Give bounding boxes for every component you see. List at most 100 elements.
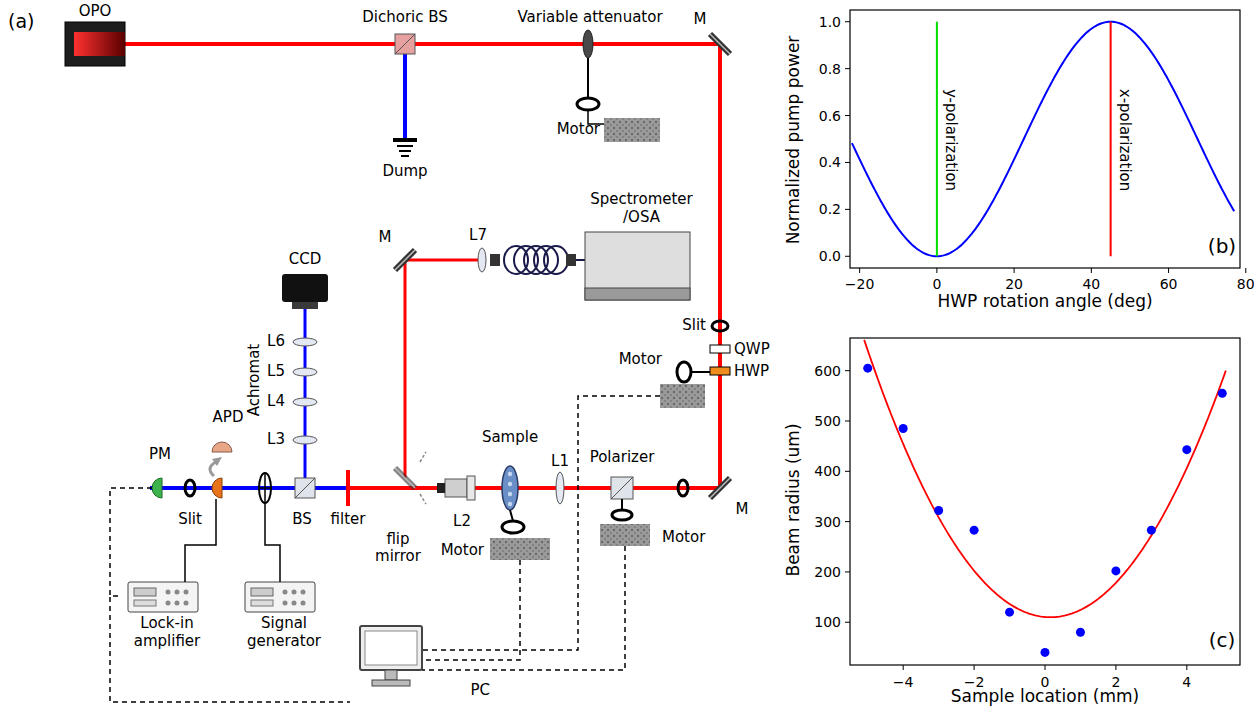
tick-mark — [936, 268, 937, 273]
chart-text: (b) — [1208, 235, 1236, 258]
signal-wire — [265, 503, 280, 582]
computer-node: PC — [350, 620, 500, 705]
device-display — [134, 588, 156, 596]
tick-mark — [859, 268, 860, 273]
fiber-coupler — [490, 254, 500, 266]
pc-monitor — [360, 626, 422, 670]
power-curve — [852, 22, 1234, 257]
motor-ring — [677, 362, 691, 382]
mirror — [710, 478, 730, 498]
motor-shaft — [510, 510, 513, 521]
objective-nose — [437, 483, 445, 493]
chart-text: y-polarization — [941, 89, 958, 191]
tick-mark — [845, 256, 850, 257]
dump-beam — [403, 54, 407, 138]
mirror — [395, 250, 415, 270]
node-label: Signal generator — [235, 614, 333, 650]
chart-text: −2 — [964, 674, 985, 690]
part-label: Slit — [682, 317, 706, 334]
signal-beam — [150, 486, 350, 490]
chart-text: 0 — [1041, 674, 1050, 690]
flip-detector — [212, 478, 222, 498]
chart-text: 300 — [814, 514, 841, 530]
laser-beam — [718, 44, 722, 488]
control-cable — [110, 596, 350, 702]
tick-mark — [845, 21, 850, 22]
data-point — [970, 526, 979, 535]
device-knob — [292, 590, 297, 595]
part-label: BS — [292, 511, 312, 528]
sample-pattern — [508, 472, 512, 476]
opo-cavity — [74, 32, 125, 56]
part-label: L6 — [267, 333, 285, 350]
flip-arrow — [210, 462, 216, 476]
lens — [293, 398, 317, 406]
chart-text: 400 — [814, 463, 841, 479]
motor-ring — [502, 521, 524, 533]
dichroic-cube — [395, 34, 415, 54]
part-label: L5 — [267, 363, 285, 380]
filter — [346, 470, 350, 506]
fiber-coil — [534, 246, 558, 274]
chart-text: 100 — [814, 614, 841, 630]
mirror-face — [710, 478, 730, 498]
attenuator-wheel — [583, 30, 593, 58]
part-label: PM — [149, 446, 171, 463]
marker-line — [936, 22, 938, 257]
part-label: Motor — [557, 121, 600, 138]
data-point — [1005, 608, 1014, 617]
fiber — [576, 259, 585, 261]
device-knob — [175, 601, 180, 606]
chart-text: x-polarization — [1115, 89, 1132, 191]
data-point — [899, 424, 908, 433]
device-knob — [283, 590, 288, 595]
tick-mark — [845, 521, 850, 522]
part-label: flip mirror — [370, 531, 426, 566]
dump-symbol — [401, 155, 409, 157]
device-knob — [166, 601, 171, 606]
lens — [478, 248, 486, 272]
motor-ring — [577, 98, 599, 110]
part-label: Dump — [382, 163, 427, 180]
mirror — [395, 468, 415, 488]
device-knob — [166, 590, 171, 595]
mirror-face — [395, 250, 415, 270]
slit — [678, 480, 688, 496]
apd-detector — [212, 442, 232, 452]
control-cable — [110, 488, 152, 596]
fiber-connector — [566, 254, 576, 266]
instrument-node: Signal generator — [235, 578, 333, 650]
polarizer-cube — [611, 477, 633, 499]
pc-stand — [385, 670, 397, 680]
chart-text: 600 — [814, 363, 841, 379]
chart-text: 1.0 — [819, 14, 841, 30]
marker-line — [1110, 22, 1112, 257]
camera-node: CCD — [272, 250, 338, 312]
slit — [712, 321, 728, 331]
chart-text: Normalized pump power — [784, 36, 804, 245]
lens — [293, 368, 317, 376]
laser-beam — [350, 486, 720, 490]
part-label: Achromat — [246, 344, 263, 416]
opo-housing — [65, 22, 125, 66]
flip-indicator — [420, 452, 426, 462]
part-label: L1 — [551, 453, 569, 470]
tick-mark — [845, 571, 850, 572]
motor-block — [660, 384, 705, 408]
tick-mark — [1168, 268, 1169, 273]
data-point — [1147, 526, 1156, 535]
motor-block — [490, 538, 550, 560]
node-label: OPO — [79, 2, 112, 20]
device-knob — [184, 590, 189, 595]
ccd-camera — [282, 274, 328, 302]
chart-text: 0 — [932, 276, 941, 292]
device-display — [251, 588, 273, 596]
chart-text: 4 — [1182, 674, 1191, 690]
node-label: PC — [470, 681, 490, 699]
part-label: filter — [331, 511, 366, 528]
sample-pattern — [508, 482, 512, 486]
chart-text: 500 — [814, 413, 841, 429]
part-label: Motor — [441, 542, 484, 559]
